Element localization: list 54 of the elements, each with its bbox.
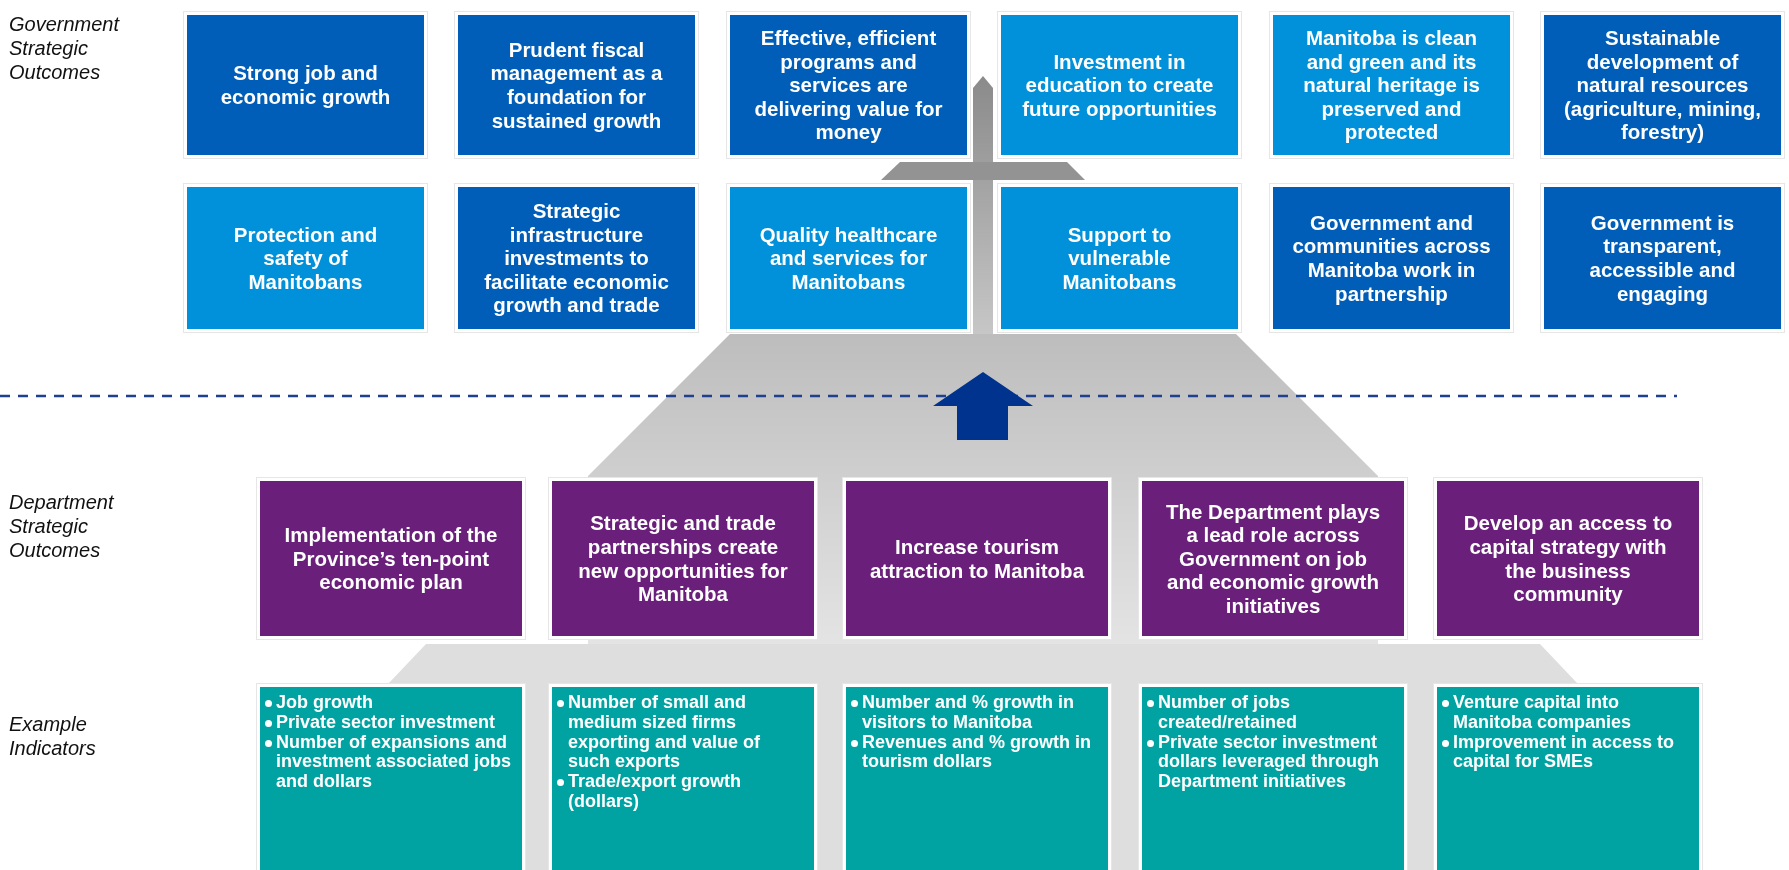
outcome-box [257,478,525,639]
indicator-box [1139,684,1407,870]
outcome-box [455,184,698,332]
outcome-box [727,184,970,332]
outcome-box [184,184,427,332]
row-heading: Government Strategic Outcomes [9,12,121,84]
outcome-box [1541,12,1784,158]
box-text: Quality healthcare and services for Manitobans [758,222,939,294]
box-text: Prudent fiscal management as a foundation for sustained growth [489,37,664,133]
box-text: Strong job and economic growth [219,61,392,109]
box-text: Develop an access to capital strategy with the business community [1462,511,1674,606]
outcome-box [1270,12,1513,158]
box-text: Government and communities across Manitoba work in partnership [1291,210,1492,306]
bullet-item: Number of expansions and investment associated jobs and dollars [276,732,513,792]
bullet-item: Number and % growth in visitors to Manitoba [862,693,1075,733]
bullet-item: Private sector investment dollars leveraged through Department initiatives [1158,732,1381,792]
box-text: Manitoba is clean and green and its natural heritage is preserved and protected [1302,26,1481,144]
outcome-box [998,184,1241,332]
row-heading: Department Strategic Outcomes [9,490,115,562]
box-text: Strategic infrastructure investments to facilitate economic growth and trade [483,199,670,317]
bullet-item: Job growth [276,693,373,713]
indicator-box [257,684,525,870]
bullet-item: Private sector investment [276,712,496,733]
outcome-box [727,12,970,158]
bullet-item: Improvement in access to capital for SMEs [1453,732,1676,773]
box-text: Implementation of the Province’s ten-point economic plan [283,523,499,594]
outcome-box [1270,184,1513,332]
indicator-box [549,684,817,870]
box-text: Strategic and trade partnerships create new opportunities for Manitoba [577,511,789,606]
bullet-item: Revenues and % growth in tourism dollars [862,732,1093,773]
outcome-box [1434,478,1702,639]
outcome-box [1139,478,1407,639]
box-text: The Department plays a lead role across Government on job and economic growth initiatives [1164,499,1382,618]
bullet-item: Trade/export growth (dollars) [568,772,743,812]
indicator-box [1434,684,1702,870]
indicator-box [843,684,1111,870]
bullet-item: Number of small and medium sized firms exporting and value of such exports [568,693,762,773]
box-text: Effective, efficient programs and services are delivering value for money [753,26,944,144]
outcome-box [455,12,698,158]
box-text: Sustainable development of natural resources (agriculture, mining, forestry) [1562,26,1762,144]
box-text: Government is transparent, accessible and engaging [1588,210,1737,306]
box-text: Protection and safety of Manitobans [232,222,379,294]
block-arrow [933,372,1033,440]
outcome-box [549,478,817,639]
outcome-box [1541,184,1784,332]
outcome-box [998,12,1241,158]
outcome-box [184,12,427,158]
box-text: Support to vulnerable Manitobans [1061,222,1178,294]
box-text: Increase tourism attraction to Manitoba [868,534,1086,583]
row-heading: Example Indicators [9,712,97,760]
bullet-item: Venture capital into Manitoba companies [1453,693,1633,733]
outcome-box [843,478,1111,639]
box-text: Investment in education to create future opportunities [1021,49,1218,121]
bullet-item: Number of jobs created/retained [1158,693,1299,733]
